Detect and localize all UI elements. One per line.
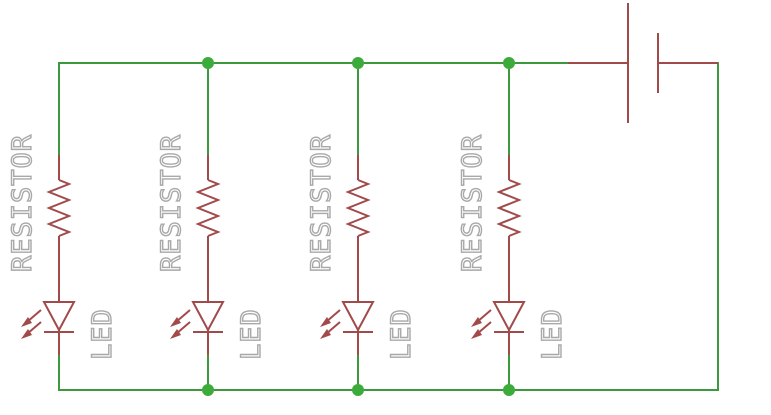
resistor-symbol	[195, 155, 221, 302]
branch-4: RESISTOR LED	[456, 133, 568, 360]
led-symbol	[471, 301, 526, 355]
led-symbol	[170, 301, 225, 355]
junction-dot-top-2	[352, 57, 364, 69]
junction-dot-top-1	[202, 57, 214, 69]
branch-3: RESISTOR LED	[305, 133, 417, 360]
led-label: LED	[537, 308, 568, 360]
branch-1: RESISTOR LED	[6, 133, 118, 360]
junction-dot-bottom-2	[352, 384, 364, 396]
led-symbol	[320, 301, 375, 355]
resistor-label: RESISTOR	[306, 134, 337, 272]
led-symbol	[21, 301, 76, 355]
junction-dot-bottom-3	[503, 384, 515, 396]
resistor-symbol	[46, 155, 72, 302]
junction-dot-top-3	[503, 57, 515, 69]
led-label: LED	[87, 308, 118, 360]
resistor-label: RESISTOR	[156, 134, 187, 272]
branch-2: RESISTOR LED	[155, 133, 267, 360]
battery-symbol	[568, 3, 718, 123]
resistor-label: RESISTOR	[7, 134, 38, 272]
wires	[58, 62, 719, 391]
resistor-symbol	[496, 155, 522, 302]
junctions	[202, 57, 515, 396]
junction-dot-bottom-1	[202, 384, 214, 396]
resistor-label: RESISTOR	[457, 134, 488, 272]
led-label: LED	[236, 308, 267, 360]
led-label: LED	[386, 308, 417, 360]
resistor-symbol	[345, 155, 371, 302]
